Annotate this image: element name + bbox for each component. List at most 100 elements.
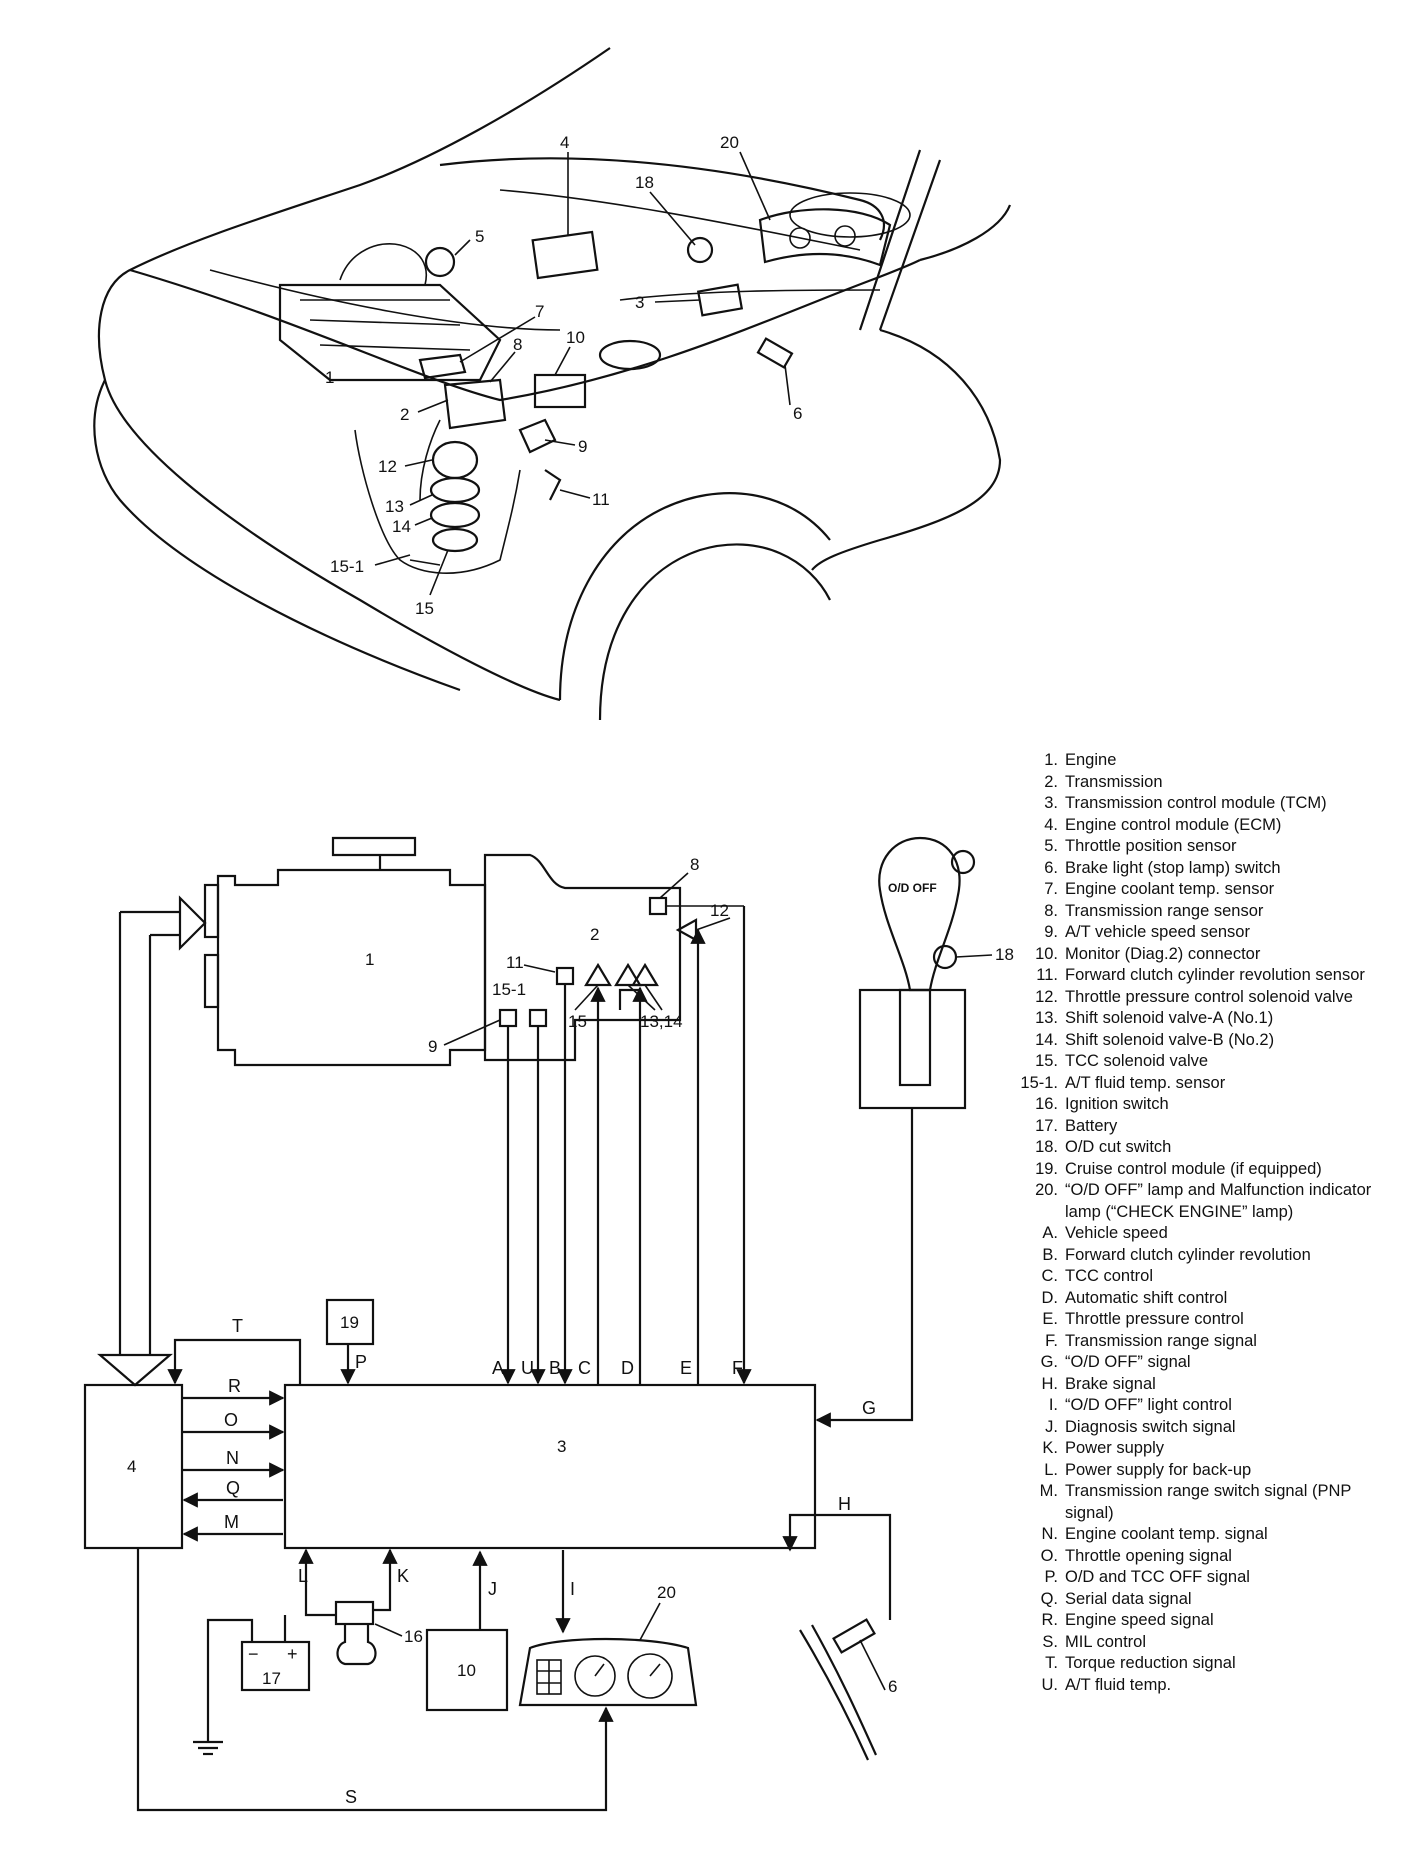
valve-13 — [614, 962, 642, 987]
callout-15-1: 15-1 — [330, 557, 364, 576]
legend-text: “O/D OFF” light control — [1065, 1396, 1232, 1414]
legend-item: C.TCC control — [1010, 1266, 1402, 1288]
callout-13: 13 — [385, 497, 404, 516]
callout-2: 2 — [400, 405, 409, 424]
legend-key: 6. — [1044, 858, 1058, 877]
legend-key: 12. — [1035, 987, 1058, 1006]
sensor-9 — [498, 1008, 518, 1028]
signal-S: S — [345, 1787, 357, 1807]
legend-text: Transmission range sensor — [1065, 901, 1264, 920]
legend-text: Transmission range switch signal (PNP si… — [1065, 1482, 1352, 1522]
legend-key: 15. — [1035, 1052, 1058, 1070]
legend-key: Q. — [1040, 1589, 1058, 1608]
legend-item: 9.A/T vehicle speed sensor — [1010, 922, 1402, 944]
legend-item: 5. Throttle position sensor — [1010, 836, 1402, 858]
legend-key: 7. — [1044, 880, 1058, 898]
callout-7: 7 — [535, 302, 544, 321]
vehicle-callouts: 4 20 18 5 3 7 10 8 1 2 9 6 12 11 13 14 1… — [325, 133, 802, 618]
legend-key: 16. — [1035, 1095, 1058, 1113]
legend-item: P. O/D and TCC OFF signal — [1010, 1567, 1402, 1589]
legend-item: 3.Transmission control module (TCM) — [1010, 793, 1402, 815]
legend-item: M.Transmission range switch signal (PNP … — [1010, 1481, 1402, 1524]
legend-key: T. — [1045, 1654, 1058, 1672]
legend-item: H.Brake signal — [1010, 1374, 1402, 1396]
callout-10: 10 — [566, 328, 585, 347]
signal-Q: Q — [226, 1478, 240, 1498]
callout-1: 1 — [325, 368, 334, 387]
callout-15: 15 — [415, 599, 434, 618]
signal-H: H — [838, 1494, 851, 1514]
callout-17-diag: 17 — [262, 1669, 281, 1688]
callout-16-diag: 16 — [404, 1627, 423, 1646]
legend-item: 4.Engine control module (ECM) — [1010, 815, 1402, 837]
legend-key: 13. — [1035, 1009, 1058, 1027]
callout-9: 9 — [578, 437, 587, 456]
callout-12-diag: 12 — [710, 901, 729, 920]
signal-R: R — [228, 1376, 241, 1396]
legend-text: “O/D OFF” lamp and Malfunction indicator… — [1065, 1181, 1372, 1221]
legend-item: A. Vehicle speed — [1010, 1223, 1402, 1245]
legend-item: 2.Transmission — [1010, 772, 1402, 794]
legend-text: Power supply for back-up — [1065, 1460, 1252, 1479]
legend-text: Monitor (Diag.2) connector — [1065, 944, 1261, 963]
legend-item: 8.Transmission range sensor — [1010, 901, 1402, 923]
transmission-label: 2 — [590, 925, 599, 944]
legend-text: Forward clutch cylinder revolution — [1065, 1245, 1311, 1264]
legend-key: 11. — [1036, 966, 1058, 984]
legend-item: F.Transmission range signal — [1010, 1331, 1402, 1353]
signal-C: C — [578, 1358, 591, 1378]
legend-text: Throttle position sensor — [1065, 837, 1237, 855]
legend-text: Engine coolant temp. sensor — [1065, 880, 1275, 898]
callout-14: 14 — [392, 517, 411, 536]
legend-item: 7. Engine coolant temp. sensor — [1010, 879, 1402, 901]
legend-key: 19. — [1035, 1159, 1058, 1178]
sensor-11 — [555, 966, 575, 986]
legend-item: 17.Battery — [1010, 1116, 1402, 1138]
vehicle-illustration — [93, 47, 1012, 721]
callout-12: 12 — [378, 457, 397, 476]
callout-15-1-diag: 15-1 — [492, 980, 526, 999]
legend-item: 15. TCC solenoid valve — [1010, 1051, 1402, 1073]
legend-key: F. — [1045, 1331, 1058, 1350]
legend-key: 10. — [1035, 944, 1058, 963]
legend-text: Engine — [1065, 751, 1117, 769]
legend-text: Engine coolant temp. signal — [1065, 1525, 1268, 1543]
legend-item: E. Throttle pressure control — [1010, 1309, 1402, 1331]
legend-text: Shift solenoid valve-A (No.1) — [1065, 1009, 1274, 1027]
legend-key: L. — [1044, 1460, 1058, 1479]
legend-key: P. — [1044, 1568, 1058, 1586]
engine-block: 1 — [203, 836, 487, 1067]
legend-item: D.Automatic shift control — [1010, 1288, 1402, 1310]
legend-text: O/D and TCC OFF signal — [1065, 1568, 1250, 1586]
legend-text: O/D cut switch — [1065, 1138, 1172, 1156]
legend-key: 2. — [1044, 772, 1058, 791]
legend-text: Torque reduction signal — [1065, 1654, 1236, 1672]
legend-item: 11.Forward clutch cylinder revolution se… — [1010, 965, 1402, 987]
callout-3: 3 — [635, 293, 644, 312]
legend-text: Cruise control module (if equipped) — [1065, 1159, 1322, 1178]
legend-key: 5. — [1044, 837, 1058, 855]
tcm-label: 3 — [557, 1437, 566, 1456]
callout-15-diag: 15 — [568, 1012, 587, 1031]
transmission-sensors: 8 12 11 15 13,14 9 15-1 — [428, 855, 731, 1056]
callout-20: 20 — [720, 133, 739, 152]
legend-key: I. — [1048, 1396, 1058, 1414]
legend-item: B.Forward clutch cylinder revolution — [1010, 1245, 1402, 1267]
legend-key: 3. — [1044, 794, 1058, 812]
legend-text: TCC solenoid valve — [1065, 1052, 1209, 1070]
legend-key: A. — [1042, 1224, 1058, 1242]
legend-text: Vehicle speed — [1065, 1224, 1168, 1242]
legend-text: TCC control — [1065, 1267, 1154, 1285]
legend-item: T. Torque reduction signal — [1010, 1653, 1402, 1675]
callout-18-diag: 18 — [995, 945, 1014, 964]
legend-key: E. — [1042, 1310, 1058, 1328]
callout-6: 6 — [793, 404, 802, 423]
legend-item: 19. Cruise control module (if equipped) — [1010, 1159, 1402, 1181]
signal-N: N — [226, 1448, 239, 1468]
legend-item: 15-1.A/T fluid temp. sensor — [1010, 1073, 1402, 1095]
monitor-connector-box — [425, 1628, 509, 1712]
legend-text: Throttle pressure control — [1065, 1310, 1244, 1328]
legend-item: 20.“O/D OFF” lamp and Malfunction indica… — [1010, 1180, 1402, 1223]
